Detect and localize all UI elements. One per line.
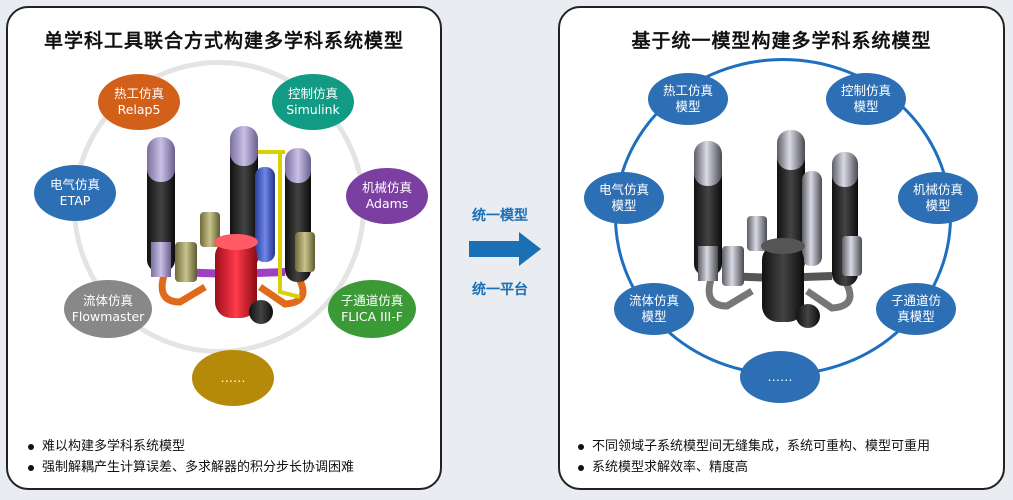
right-bubble-thermal: 热工仿真 模型	[648, 73, 728, 125]
bubble-tool: Relap5	[117, 102, 161, 117]
left-bullet-list: 难以构建多学科系统模型 强制解耦产生计算误差、多求解器的积分步长协调困难	[24, 436, 354, 478]
left-reactor-illustration	[147, 126, 315, 324]
bubble-title: 机械仿真	[361, 180, 412, 195]
right-reactor-illustration	[694, 130, 862, 328]
bubble-title: ……	[220, 370, 246, 385]
arrow-bottom-label: 统一平台	[472, 282, 528, 298]
right-bullet-list: 不同领域子系统模型间无缝集成，系统可重构、模型可重用 系统模型求解效率、精度高	[574, 436, 930, 478]
bubble-subtitle: 模型	[853, 99, 879, 114]
bubble-tool: Adams	[365, 196, 409, 211]
left-bubble-electrical: 电气仿真 ETAP	[34, 165, 116, 221]
left-bubble-thermal: 热工仿真 Relap5	[98, 74, 180, 130]
bubble-title: 热工仿真	[113, 86, 164, 101]
right-bubble-electrical: 电气仿真 模型	[584, 172, 664, 224]
right-arrow-icon	[469, 232, 541, 266]
bubble-title: 流体仿真	[82, 293, 133, 308]
bullet-item: 系统模型求解效率、精度高	[574, 457, 930, 478]
bubble-title: 电气仿真	[598, 182, 649, 197]
right-bubble-control: 控制仿真 模型	[826, 73, 906, 125]
left-bubble-subchannel: 子通道仿真 FLICA III-F	[328, 280, 416, 338]
bubble-title: ……	[767, 369, 793, 384]
right-bubble-mechanical: 机械仿真 模型	[898, 172, 978, 224]
bullet-item: 不同领域子系统模型间无缝集成，系统可重构、模型可重用	[574, 436, 930, 457]
bullet-item: 强制解耦产生计算误差、多求解器的积分步长协调困难	[24, 457, 354, 478]
arrow-top-label: 统一模型	[472, 208, 528, 224]
bubble-subtitle: 模型	[675, 99, 701, 114]
bubble-subtitle: 模型	[611, 198, 637, 213]
bubble-title: 流体仿真	[628, 293, 679, 308]
bubble-subtitle: 真模型	[897, 309, 935, 324]
bubble-tool: Simulink	[286, 102, 340, 117]
bubble-title: 控制仿真	[840, 83, 891, 98]
left-bubble-control: 控制仿真 Simulink	[272, 74, 354, 130]
right-bubble-more: ……	[740, 351, 820, 403]
bubble-title: 机械仿真	[912, 182, 963, 197]
bubble-subtitle: 模型	[641, 309, 667, 324]
bubble-title: 子通道仿真	[340, 293, 404, 308]
right-bubble-fluid: 流体仿真 模型	[614, 283, 694, 335]
bullet-item: 难以构建多学科系统模型	[24, 436, 354, 457]
bubble-title: 电气仿真	[49, 177, 100, 192]
left-bubble-fluid: 流体仿真 Flowmaster	[64, 280, 152, 338]
left-panel-title: 单学科工具联合方式构建多学科系统模型	[43, 30, 404, 52]
left-bubble-more: ……	[192, 350, 274, 406]
bubble-title: 热工仿真	[662, 83, 713, 98]
left-bubble-mechanical: 机械仿真 Adams	[346, 168, 428, 224]
right-panel-title: 基于统一模型构建多学科系统模型	[631, 30, 932, 52]
bubble-title: 控制仿真	[287, 86, 338, 101]
bubble-tool: ETAP	[59, 193, 91, 208]
right-bubble-subchannel: 子通道仿 真模型	[876, 283, 956, 335]
bubble-tool: FLICA III-F	[341, 309, 403, 324]
bubble-subtitle: 模型	[925, 198, 951, 213]
bubble-title: 子通道仿	[890, 293, 941, 308]
bubble-tool: Flowmaster	[71, 309, 145, 324]
